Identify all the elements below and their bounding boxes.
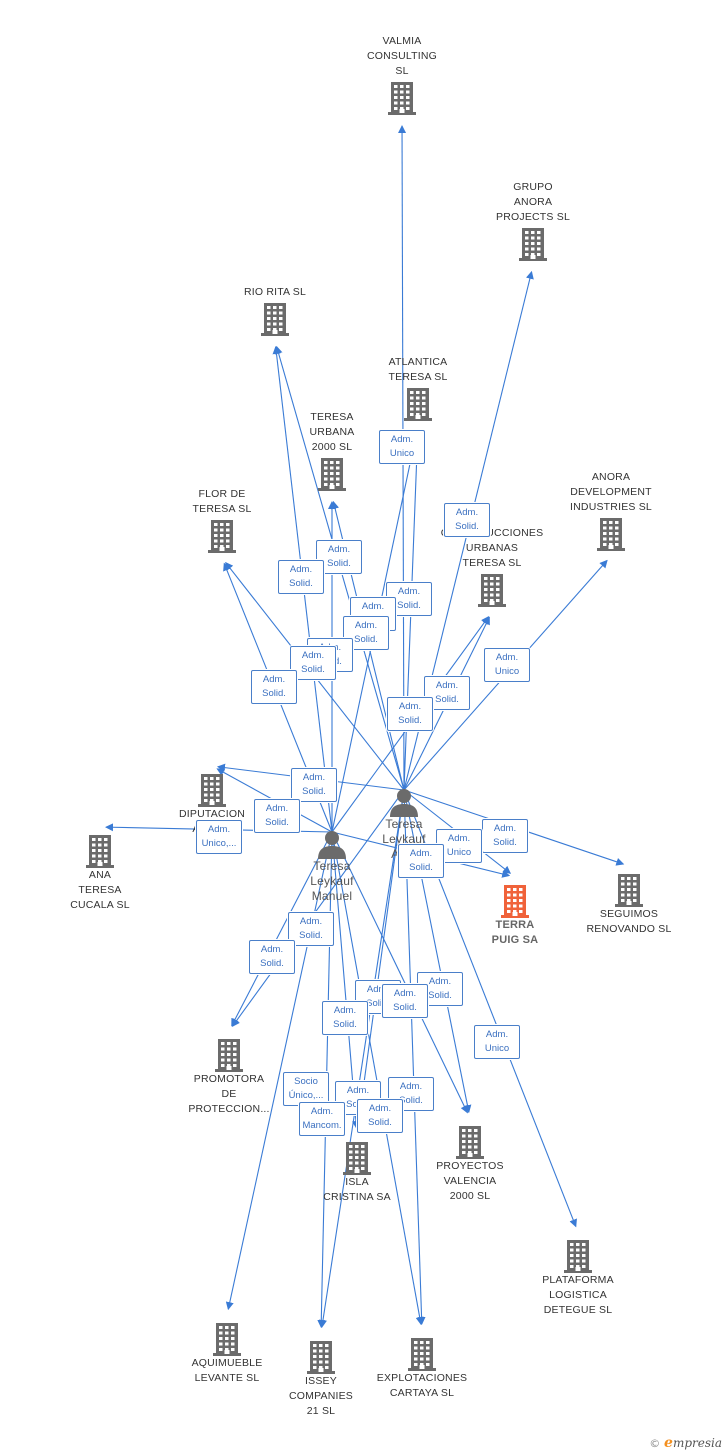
role-badge[interactable]: Adm. Solid. bbox=[278, 560, 324, 594]
company-node-rio-rita[interactable]: RIO RITA SL bbox=[215, 285, 335, 336]
node-label: ISLA CRISTINA SA bbox=[323, 1176, 391, 1203]
building-icon bbox=[518, 1239, 638, 1273]
node-label: SEGUIMOS RENOVANDO SL bbox=[586, 908, 672, 935]
role-badge[interactable]: Adm. Solid. bbox=[398, 844, 444, 878]
role-badge[interactable]: Adm. Solid. bbox=[444, 503, 490, 537]
edge-p_manuel-to-explotaciones bbox=[331, 831, 424, 1326]
building-icon bbox=[432, 573, 552, 607]
building-icon bbox=[162, 519, 282, 553]
role-badge[interactable]: Adm. Mancom. bbox=[299, 1102, 345, 1136]
building-icon bbox=[152, 773, 272, 807]
node-label: PROYECTOS VALENCIA 2000 SL bbox=[436, 1160, 504, 1202]
company-node-plataforma[interactable]: PLATAFORMA LOGISTICA DETEGUE SL bbox=[518, 1237, 638, 1318]
role-badge[interactable]: Adm. Solid. bbox=[388, 1077, 434, 1111]
node-label: GRUPO ANORA PROJECTS SL bbox=[496, 181, 570, 223]
edge-p_ana-to-explotaciones bbox=[403, 789, 426, 1326]
company-node-proyectos-valencia[interactable]: PROYECTOS VALENCIA 2000 SL bbox=[410, 1123, 530, 1204]
role-badge[interactable]: Adm. Solid. bbox=[254, 799, 300, 833]
role-badge[interactable]: Adm. Solid. bbox=[382, 984, 428, 1018]
node-label: FLOR DE TERESA SL bbox=[192, 488, 252, 515]
node-label: EXPLOTACIONES CARTAYA SL bbox=[376, 1372, 468, 1399]
node-label: TERRA PUIG SA bbox=[491, 919, 539, 946]
building-icon bbox=[551, 517, 671, 551]
node-label: PROMOTORA DE PROTECCION... bbox=[188, 1073, 270, 1115]
role-badge[interactable]: Adm. Unico,... bbox=[196, 820, 242, 854]
node-label: ANA TERESA CUCALA SL bbox=[70, 869, 130, 911]
company-node-ana-teresa[interactable]: ANA TERESA CUCALA SL bbox=[40, 832, 160, 913]
node-label: VALMIA CONSULTING SL bbox=[366, 35, 438, 77]
node-label: ANORA DEVELOPMENT INDUSTRIES SL bbox=[570, 471, 652, 513]
role-badge[interactable]: Adm. Solid. bbox=[357, 1099, 403, 1133]
person-icon bbox=[344, 787, 464, 817]
node-label: ATLANTICA TERESA SL bbox=[388, 356, 448, 383]
company-node-seguimos[interactable]: SEGUIMOS RENOVANDO SL bbox=[569, 871, 689, 937]
brand-initial: e bbox=[664, 1435, 673, 1451]
building-icon bbox=[342, 81, 462, 115]
edge-p_manuel-to-proyectos_valencia bbox=[331, 831, 468, 1114]
node-label: PLATAFORMA LOGISTICA DETEGUE SL bbox=[542, 1274, 614, 1316]
node-label: Teresa Leykauf Manuel bbox=[310, 859, 354, 903]
role-badge[interactable]: Adm. Solid. bbox=[251, 670, 297, 704]
edge-p_ana-to-proyectos_valencia bbox=[403, 789, 472, 1114]
node-label: CONSTRUCCIONES URBANAS TERESA SL bbox=[440, 527, 544, 569]
company-node-grupo-anora[interactable]: GRUPO ANORA PROJECTS SL bbox=[473, 180, 593, 261]
edge-p_ana-to-issey bbox=[319, 789, 405, 1329]
role-badge[interactable]: Adm. Unico bbox=[379, 430, 425, 464]
role-badge[interactable]: Adm. Solid. bbox=[322, 1001, 368, 1035]
building-icon bbox=[272, 457, 392, 491]
node-label: AQUIMUEBLE LEVANTE SL bbox=[191, 1357, 263, 1384]
brand-name: mpresia bbox=[672, 1436, 722, 1450]
building-icon bbox=[215, 302, 335, 336]
company-node-isla-cristina[interactable]: ISLA CRISTINA SA bbox=[297, 1139, 417, 1205]
role-badge[interactable]: Adm. Unico bbox=[484, 648, 530, 682]
role-badge[interactable]: Adm. Solid. bbox=[387, 697, 433, 731]
role-badge[interactable]: Adm. Solid. bbox=[290, 646, 336, 680]
role-badge[interactable]: Socio Único,... bbox=[283, 1072, 329, 1106]
company-node-aquimueble[interactable]: AQUIMUEBLE LEVANTE SL bbox=[167, 1320, 287, 1386]
edge-p_manuel-to-isla_cristina bbox=[331, 831, 360, 1130]
building-icon bbox=[297, 1141, 417, 1175]
person-icon bbox=[272, 829, 392, 859]
building-icon bbox=[169, 1038, 289, 1072]
person-node-p-manuel[interactable]: Teresa Leykauf Manuel bbox=[272, 827, 392, 904]
company-node-atlantica[interactable]: ATLANTICA TERESA SL bbox=[358, 355, 478, 421]
company-node-construcciones[interactable]: CONSTRUCCIONES URBANAS TERESA SL bbox=[432, 526, 552, 607]
building-icon bbox=[261, 1340, 381, 1374]
company-node-explotaciones[interactable]: EXPLOTACIONES CARTAYA SL bbox=[362, 1335, 482, 1401]
building-icon bbox=[455, 884, 575, 918]
company-node-promotora[interactable]: PROMOTORA DE PROTECCION... bbox=[169, 1036, 289, 1117]
edge-p_ana-to-isla_cristina bbox=[354, 789, 405, 1130]
building-icon bbox=[358, 387, 478, 421]
edge-p_manuel-to-promotora bbox=[231, 831, 333, 1027]
company-node-teresa-urbana[interactable]: TERESA URBANA 2000 SL bbox=[272, 410, 392, 491]
empresia-footer: © empresia bbox=[649, 1435, 722, 1451]
node-label: TERESA URBANA 2000 SL bbox=[309, 411, 355, 453]
building-icon bbox=[362, 1337, 482, 1371]
building-icon bbox=[473, 227, 593, 261]
company-node-terra-puig[interactable]: TERRA PUIG SA bbox=[455, 882, 575, 948]
edge-p_manuel-to-aquimueble bbox=[225, 831, 333, 1311]
copyright-symbol: © bbox=[649, 1437, 661, 1450]
company-node-flor-teresa[interactable]: FLOR DE TERESA SL bbox=[162, 487, 282, 553]
node-label: ISSEY COMPANIES 21 SL bbox=[288, 1375, 354, 1417]
building-icon bbox=[569, 873, 689, 907]
role-badge[interactable]: Adm. Solid. bbox=[249, 940, 295, 974]
building-icon bbox=[167, 1322, 287, 1356]
company-node-anora-dev[interactable]: ANORA DEVELOPMENT INDUSTRIES SL bbox=[551, 470, 671, 551]
role-badge[interactable]: Adm. Solid. bbox=[288, 912, 334, 946]
building-icon bbox=[40, 834, 160, 868]
node-label: RIO RITA SL bbox=[243, 286, 307, 298]
building-icon bbox=[410, 1125, 530, 1159]
role-badge[interactable]: Adm. Solid. bbox=[482, 819, 528, 853]
role-badge[interactable]: Adm. Unico bbox=[474, 1025, 520, 1059]
company-node-valmia[interactable]: VALMIA CONSULTING SL bbox=[342, 34, 462, 115]
edge-p_ana-to-promotora bbox=[231, 789, 405, 1027]
company-node-issey[interactable]: ISSEY COMPANIES 21 SL bbox=[261, 1338, 381, 1419]
role-badge[interactable]: Adm. Solid. bbox=[291, 768, 337, 802]
